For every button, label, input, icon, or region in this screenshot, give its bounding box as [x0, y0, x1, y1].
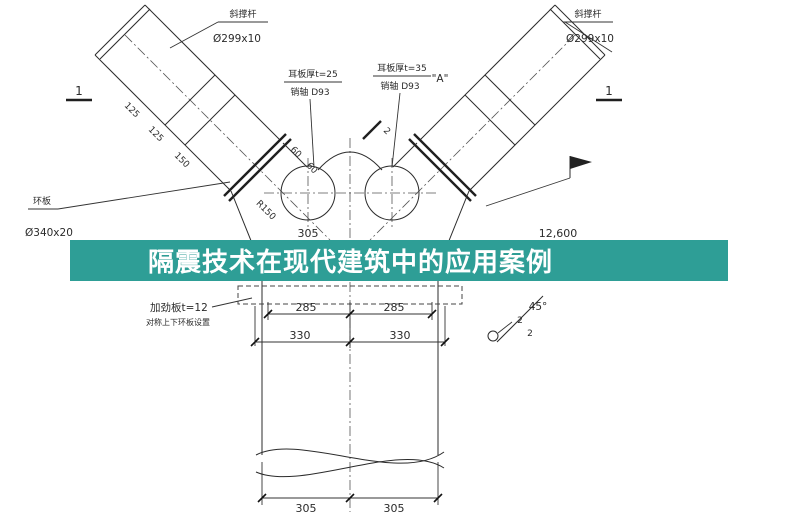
dim-305-bottom-left: 305 [296, 502, 317, 515]
page-title: 隔震技术在现代建筑中的应用案例 [148, 248, 554, 278]
pipe-dim-r150: R150 [254, 199, 278, 223]
lug-left-pin: 销轴 D93 [290, 86, 329, 98]
dim-12600-elevation: 12,600 [539, 227, 578, 240]
left-brace-note: 斜撑杆 [229, 8, 256, 20]
lug-right-pin: 销轴 D93 [380, 80, 419, 92]
callout-labels: 斜撑杆 Ø299x10 斜撑杆 Ø299x10 1 1 2 耳板厚t=25 销轴… [25, 8, 622, 343]
lug-right-thickness: 耳板厚t=35 [377, 62, 427, 74]
ring-plate-note: 环板 [33, 195, 51, 207]
dim-285-left: 285 [296, 301, 317, 314]
stiffener-note: 加劲板t=12 [150, 301, 208, 314]
angle-45-label: 45° [529, 301, 548, 313]
section-mark-center: 2 [381, 126, 392, 137]
dim-305-mid: 305 [298, 227, 319, 240]
dimension-labels: 285 285 330 330 305 305 305 12,600 [290, 227, 578, 515]
stiffener-subnote: 对称上下环板设置 [146, 317, 210, 327]
section-2-bottom: 2 [527, 329, 533, 339]
pipe-dim-150: 150 [172, 151, 191, 170]
dim-305-bottom-right: 305 [384, 502, 405, 515]
dim-330-left: 330 [290, 329, 311, 342]
dim-330-right: 330 [390, 329, 411, 342]
lug-left-thickness: 耳板厚t=25 [288, 68, 338, 80]
section-2-top: 2 [517, 316, 523, 326]
column [255, 265, 445, 478]
pipe-dimension-labels: 125 125 150 60 60 R150 [122, 101, 319, 223]
pipe-dim-60b: 60 [304, 161, 319, 176]
right-brace-size: Ø299x10 [566, 33, 614, 45]
left-brace-size: Ø299x10 [213, 33, 261, 45]
pipe-dim-125a: 125 [122, 101, 141, 120]
pipe-dim-60a: 60 [288, 145, 303, 160]
dim-285-right: 285 [384, 301, 405, 314]
dimension-lines [250, 302, 450, 505]
right-brace-note: 斜撑杆 [574, 8, 601, 20]
pipe-dim-125b: 125 [146, 125, 165, 144]
ring-plate-size: Ø340x20 [25, 227, 73, 239]
title-banner: 隔震技术在现代建筑中的应用案例 [70, 240, 728, 281]
right-brace-pipe [408, 4, 606, 202]
flag-marker [485, 156, 592, 207]
section-mark-right: 1 [605, 84, 613, 98]
section-mark-left: 1 [75, 84, 83, 98]
detail-ref-a: "A" [432, 73, 449, 85]
left-brace-pipe [94, 4, 292, 202]
